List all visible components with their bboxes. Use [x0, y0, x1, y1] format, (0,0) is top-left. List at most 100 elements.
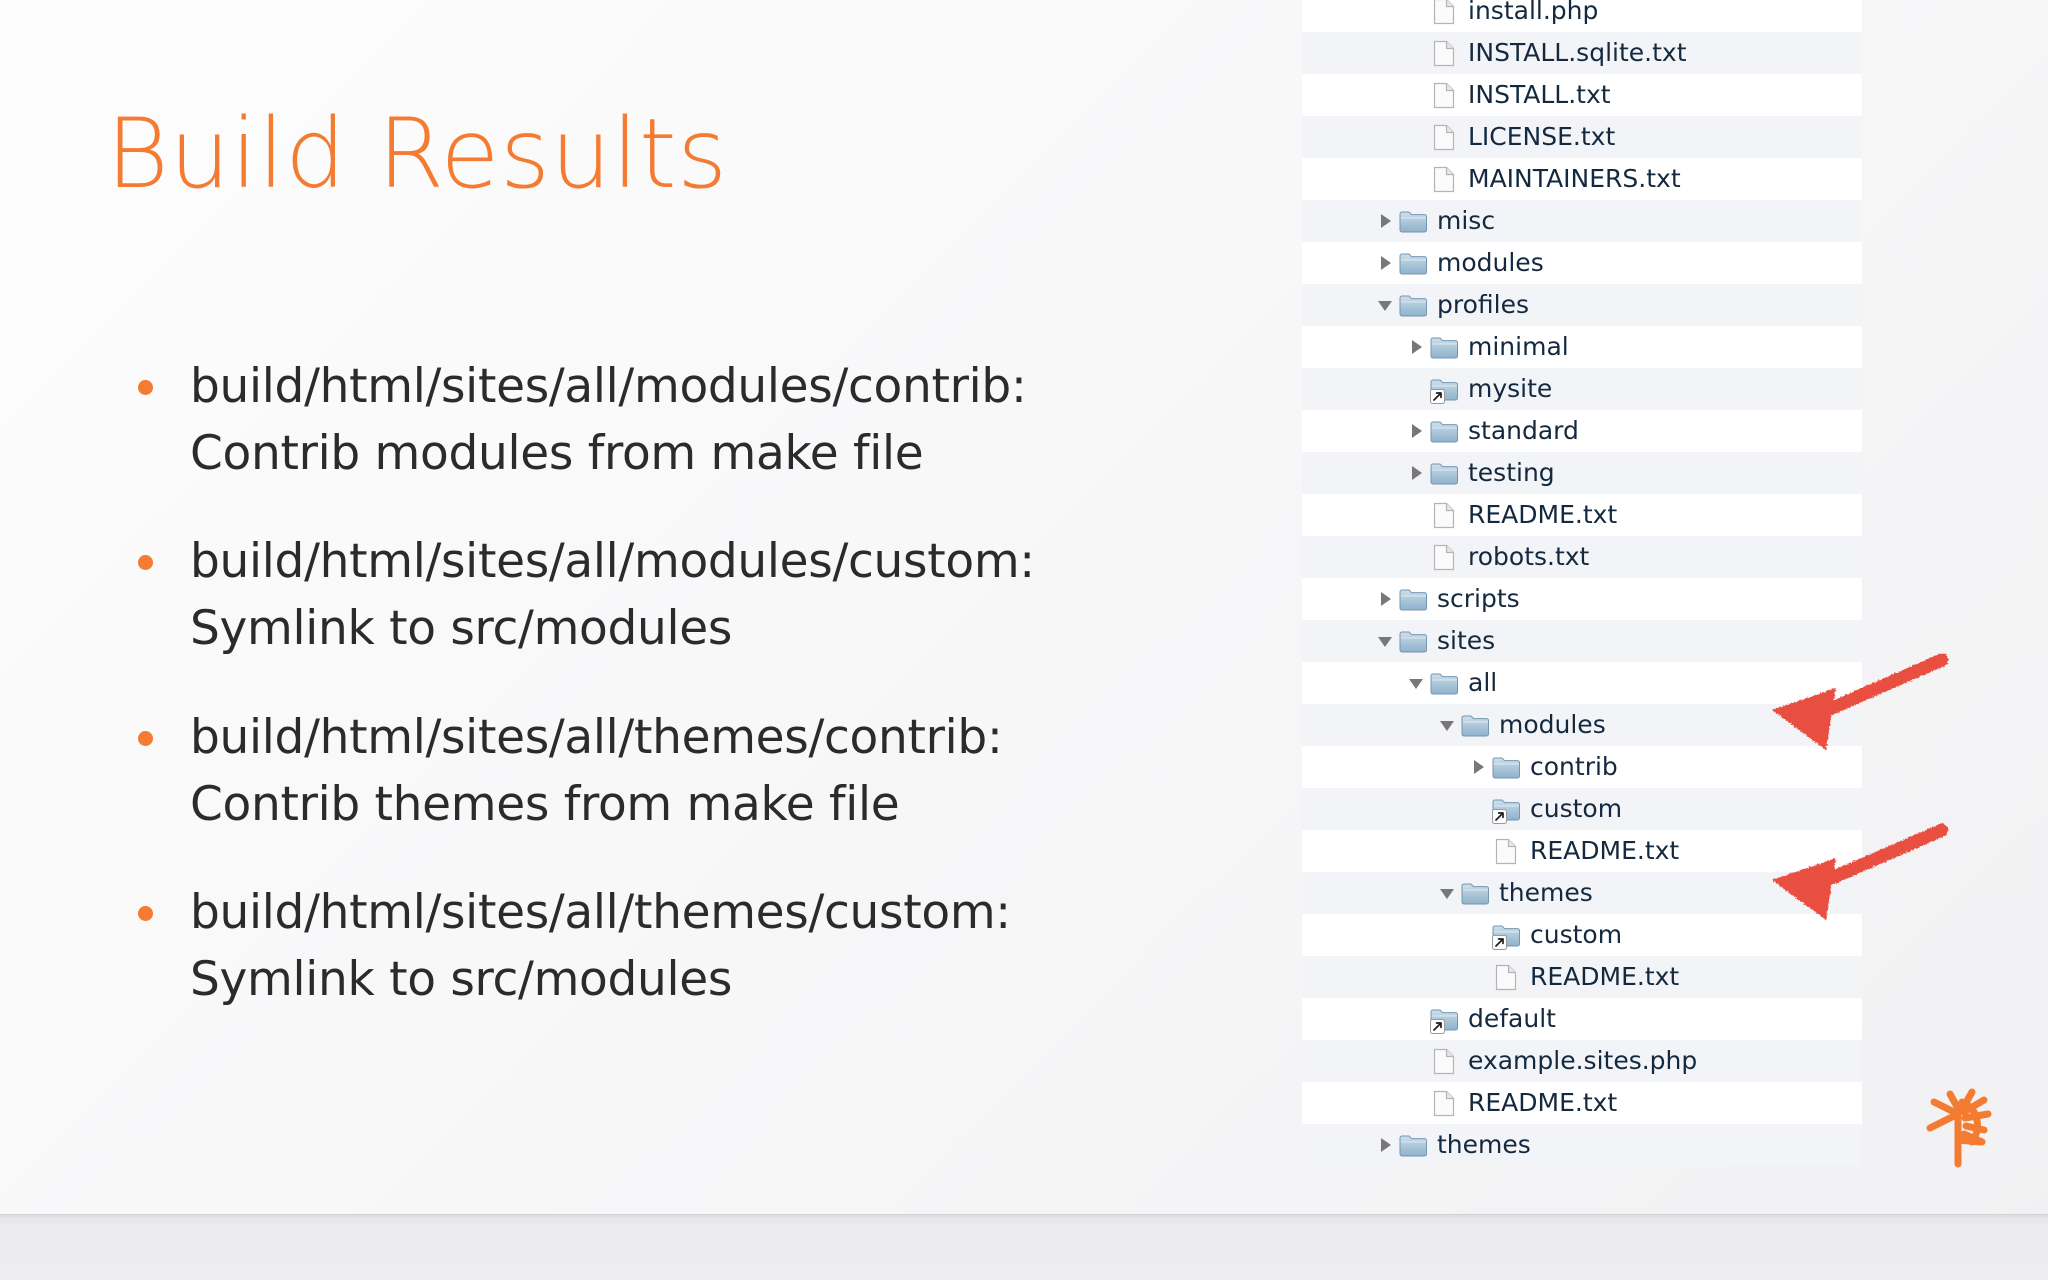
tree-row-label: contrib — [1530, 751, 1618, 781]
tree-row[interactable]: profiles — [1302, 284, 1862, 326]
tree-row[interactable]: all — [1302, 662, 1862, 704]
tree-row[interactable]: install.php — [1302, 0, 1862, 32]
chevron-right-icon[interactable] — [1372, 578, 1398, 620]
file-icon — [1429, 1040, 1459, 1082]
tree-row[interactable]: misc — [1302, 200, 1862, 242]
bullet-item: build/html/sites/all/themes/custom:Symli… — [120, 880, 1270, 1013]
file-icon — [1429, 1082, 1459, 1124]
twisty-placeholder — [1403, 74, 1429, 116]
tree-row[interactable]: default — [1302, 998, 1862, 1040]
twisty-placeholder — [1403, 158, 1429, 200]
twisty-placeholder — [1403, 32, 1429, 74]
tree-row-label: themes — [1499, 877, 1593, 907]
chevron-down-icon[interactable] — [1403, 662, 1429, 704]
folder-icon — [1429, 410, 1459, 452]
folder-icon — [1491, 746, 1521, 788]
bullet-list: build/html/sites/all/modules/contrib: Con… — [120, 354, 1270, 1056]
bullet-item: build/html/sites/all/modules/custom:Syml… — [120, 529, 1270, 662]
tree-row-label: scripts — [1437, 583, 1520, 613]
folder-icon — [1398, 1124, 1428, 1166]
tree-row-label: custom — [1530, 919, 1623, 949]
file-icon — [1429, 494, 1459, 536]
twisty-placeholder — [1403, 494, 1429, 536]
folder-icon — [1398, 284, 1428, 326]
bullet-description: Symlink to src/modules — [190, 952, 733, 1008]
tree-row[interactable]: scripts — [1302, 578, 1862, 620]
tree-row-label: modules — [1499, 709, 1606, 739]
bullet-item: build/html/sites/all/modules/contrib: Con… — [120, 354, 1270, 487]
tree-row[interactable]: LICENSE.txt — [1302, 116, 1862, 158]
tree-row[interactable]: MAINTAINERS.txt — [1302, 158, 1862, 200]
chevron-down-icon[interactable] — [1372, 620, 1398, 662]
twisty-placeholder — [1465, 956, 1491, 998]
chevron-right-icon[interactable] — [1403, 410, 1429, 452]
file-icon — [1429, 32, 1459, 74]
tree-row[interactable]: robots.txt — [1302, 536, 1862, 578]
tree-row[interactable]: example.sites.php — [1302, 1040, 1862, 1082]
tree-row-label: README.txt — [1468, 499, 1618, 529]
tree-row[interactable]: mysite — [1302, 368, 1862, 410]
tree-row-label: modules — [1437, 247, 1544, 277]
tree-row-label: robots.txt — [1468, 541, 1590, 571]
file-icon — [1429, 74, 1459, 116]
tree-row[interactable]: themes — [1302, 1124, 1862, 1166]
tree-row-label: themes — [1437, 1129, 1531, 1159]
slide-bottom-band — [0, 1214, 2048, 1280]
tree-row[interactable]: minimal — [1302, 326, 1862, 368]
bullet-description: Contrib themes from make file — [190, 776, 900, 832]
chevron-down-icon[interactable] — [1434, 704, 1460, 746]
twisty-placeholder — [1403, 368, 1429, 410]
bullet-path: build/html/sites/all/modules/contrib: — [190, 359, 1027, 414]
tree-row-label: minimal — [1468, 331, 1569, 361]
file-icon — [1429, 0, 1459, 32]
file-icon — [1491, 830, 1521, 872]
bullet-item: build/html/sites/all/themes/contrib: Cont… — [120, 705, 1270, 838]
chevron-right-icon[interactable] — [1403, 452, 1429, 494]
tree-row[interactable]: README.txt — [1302, 494, 1862, 536]
bullet-description: Symlink to src/modules — [190, 601, 733, 657]
tree-row[interactable]: README.txt — [1302, 830, 1862, 872]
folder-icon — [1429, 662, 1459, 704]
tree-row[interactable]: themes — [1302, 872, 1862, 914]
chevron-right-icon[interactable] — [1372, 1124, 1398, 1166]
twisty-placeholder — [1465, 914, 1491, 956]
bullet-dot-icon — [138, 906, 153, 922]
tree-row-label: sites — [1437, 625, 1496, 655]
tree-row[interactable]: contrib — [1302, 746, 1862, 788]
tree-row[interactable]: custom — [1302, 914, 1862, 956]
twisty-placeholder — [1403, 998, 1429, 1040]
bullet-dot-icon — [138, 555, 153, 571]
folder-icon — [1429, 368, 1459, 410]
twisty-placeholder — [1403, 1082, 1429, 1124]
tree-row[interactable]: INSTALL.sqlite.txt — [1302, 32, 1862, 74]
tree-row[interactable]: standard — [1302, 410, 1862, 452]
bullet-description: Contrib modules from make file — [190, 425, 924, 481]
chevron-right-icon[interactable] — [1372, 200, 1398, 242]
folder-icon — [1460, 872, 1490, 914]
company-logo-icon — [1920, 1084, 2008, 1172]
tree-row[interactable]: README.txt — [1302, 956, 1862, 998]
chevron-right-icon[interactable] — [1403, 326, 1429, 368]
tree-row-label: mysite — [1468, 373, 1553, 403]
folder-icon — [1491, 914, 1521, 956]
chevron-down-icon[interactable] — [1434, 872, 1460, 914]
file-icon — [1429, 158, 1459, 200]
tree-row[interactable]: README.txt — [1302, 1082, 1862, 1124]
tree-row[interactable]: modules — [1302, 704, 1862, 746]
tree-row[interactable]: modules — [1302, 242, 1862, 284]
tree-row[interactable]: testing — [1302, 452, 1862, 494]
tree-row[interactable]: custom — [1302, 788, 1862, 830]
tree-row[interactable]: sites — [1302, 620, 1862, 662]
folder-icon — [1491, 788, 1521, 830]
tree-row[interactable]: INSTALL.txt — [1302, 74, 1862, 116]
twisty-placeholder — [1403, 1040, 1429, 1082]
bullet-dot-icon — [138, 380, 153, 395]
chevron-right-icon[interactable] — [1372, 242, 1398, 284]
tree-row-label: profiles — [1437, 289, 1529, 319]
tree-row-label: testing — [1468, 457, 1555, 487]
bullet-path: build/html/sites/all/themes/contrib: — [190, 709, 1003, 765]
chevron-down-icon[interactable] — [1372, 284, 1398, 326]
chevron-right-icon[interactable] — [1465, 746, 1491, 788]
